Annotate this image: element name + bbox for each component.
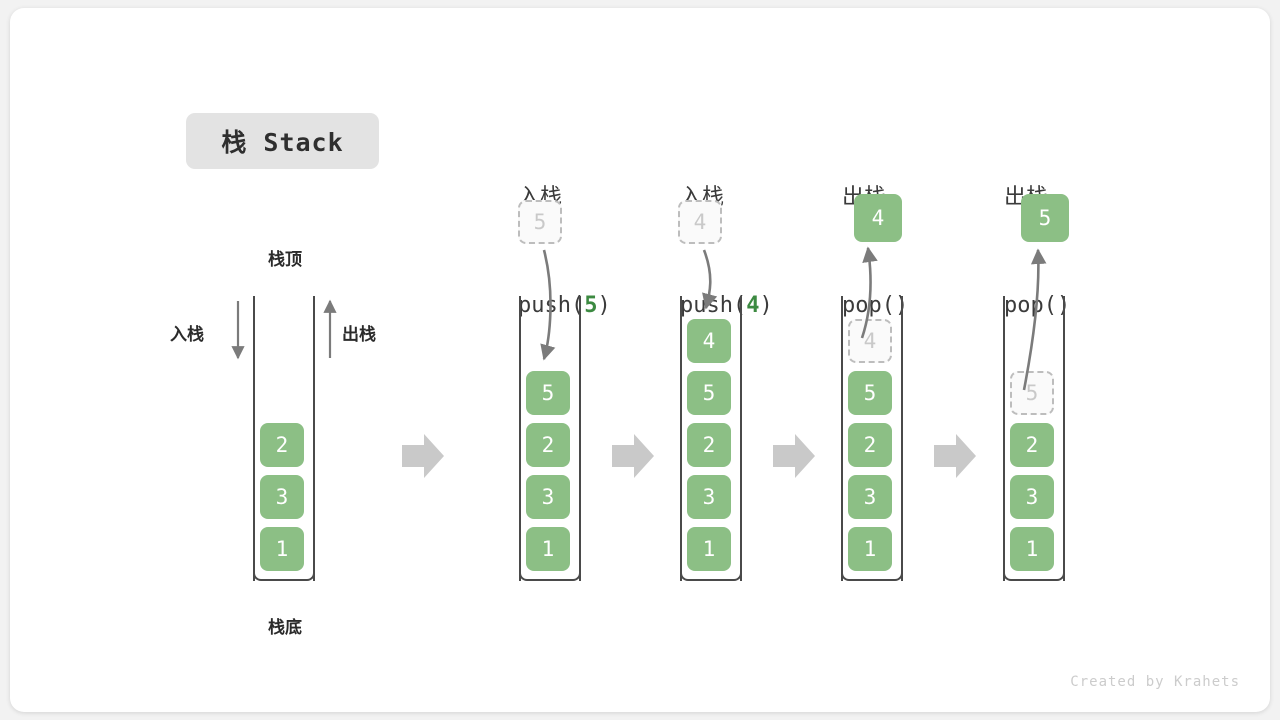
- stack-floor: [1003, 569, 1065, 581]
- diagram-stage: 栈 Stack 栈顶 栈底 入栈 出栈 2 3 1 入栈 push(5) 5 5…: [10, 8, 1270, 712]
- ghost-cell-incoming: 5: [518, 200, 562, 244]
- diagram-title-badge: 栈 Stack: [186, 113, 379, 169]
- stack-cell: 3: [1010, 475, 1054, 519]
- label-push-side: 入栈: [170, 325, 204, 345]
- ghost-cell-removed: 4: [848, 319, 892, 363]
- stack-cell: 2: [687, 423, 731, 467]
- label-stack-bottom: 栈底: [268, 618, 302, 638]
- ghost-cell-incoming: 4: [678, 200, 722, 244]
- label-pop-side: 出栈: [342, 325, 376, 345]
- stack-cell: 3: [526, 475, 570, 519]
- stack-cell: 3: [848, 475, 892, 519]
- stack-floor: [519, 569, 581, 581]
- stack-wall-right: [1063, 296, 1065, 581]
- stack-cell: 1: [1010, 527, 1054, 571]
- step-connector-arrow: [773, 434, 815, 478]
- step-connector-arrow: [402, 434, 444, 478]
- diagram-card: 栈 Stack 栈顶 栈底 入栈 出栈 2 3 1 入栈 push(5) 5 5…: [10, 8, 1270, 712]
- stack-cell: 5: [848, 371, 892, 415]
- stack-wall-left: [841, 296, 843, 581]
- stack-cell: 1: [687, 527, 731, 571]
- step-connector-arrow: [934, 434, 976, 478]
- stack-wall-left: [253, 296, 255, 581]
- stack-cell: 3: [687, 475, 731, 519]
- stack-cell: 2: [1010, 423, 1054, 467]
- stack-cell: 4: [687, 319, 731, 363]
- stack-wall-right: [901, 296, 903, 581]
- stack-cell: 1: [848, 527, 892, 571]
- stack-cell: 2: [260, 423, 304, 467]
- stack-cell: 1: [260, 527, 304, 571]
- stack-cell: 1: [526, 527, 570, 571]
- credit-footer: Created by Krahets: [1070, 674, 1240, 690]
- stack-wall-left: [519, 296, 521, 581]
- ghost-cell-removed: 5: [1010, 371, 1054, 415]
- stack-container-initial: [253, 296, 315, 581]
- stack-cell: 2: [848, 423, 892, 467]
- stack-wall-right: [740, 296, 742, 581]
- stack-wall-right: [579, 296, 581, 581]
- step-connector-arrow: [612, 434, 654, 478]
- stack-container-push-5: [519, 296, 581, 581]
- stack-cell: 2: [526, 423, 570, 467]
- label-stack-top: 栈顶: [268, 250, 302, 270]
- stack-container-pop-5: [1003, 296, 1065, 581]
- stack-cell: 5: [687, 371, 731, 415]
- stack-floor: [253, 569, 315, 581]
- stack-wall-right: [313, 296, 315, 581]
- popped-cell-floating: 5: [1021, 194, 1069, 242]
- stack-container-pop-4: [841, 296, 903, 581]
- stack-wall-left: [680, 296, 682, 581]
- popped-cell-floating: 4: [854, 194, 902, 242]
- stack-cell: 3: [260, 475, 304, 519]
- stack-cell: 5: [526, 371, 570, 415]
- stack-container-push-4: [680, 296, 742, 581]
- stack-floor: [841, 569, 903, 581]
- stack-wall-left: [1003, 296, 1005, 581]
- stack-floor: [680, 569, 742, 581]
